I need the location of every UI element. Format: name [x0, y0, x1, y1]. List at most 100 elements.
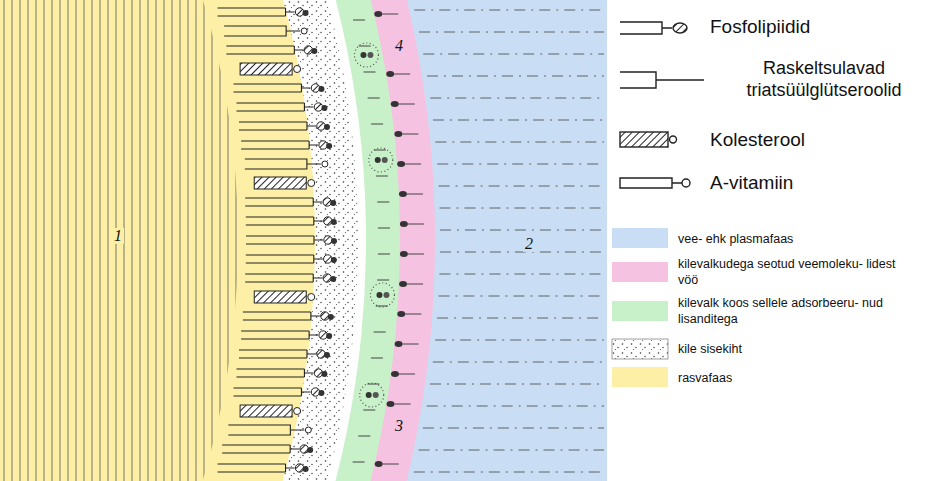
- molecule-part: [374, 11, 382, 17]
- molecule-part: [301, 28, 307, 34]
- molecule-part: [324, 124, 330, 130]
- molecule-part: [212, 0, 213, 481]
- molecule-part: [295, 8, 303, 16]
- molecule-part: [321, 371, 327, 377]
- molecule-part: [367, 52, 373, 58]
- molecule-part: [44, 0, 45, 481]
- molecule-part: [311, 48, 317, 54]
- water-dash: [433, 362, 604, 363]
- molecule-part: [328, 314, 334, 320]
- cholesterol-symbol: [240, 405, 292, 417]
- legend-swatch: [612, 367, 668, 387]
- molecule-part: [188, 0, 189, 481]
- molecule-part: [386, 71, 394, 77]
- phospholipid-symbol: [243, 312, 320, 320]
- molecule-part: [295, 464, 303, 472]
- phospholipid-symbol: [246, 217, 323, 225]
- molecule-part: [12, 0, 13, 481]
- molecule-part: [314, 369, 322, 377]
- phospholipid-symbol: [245, 274, 322, 282]
- molecule-part: [319, 331, 327, 339]
- molecule-part: [367, 384, 379, 385]
- adsorbed-patch: [369, 148, 393, 172]
- molecule-part: [405, 164, 421, 165]
- molecule-part: [300, 445, 308, 453]
- phospholipid-symbol: [241, 141, 318, 149]
- phospholipid-symbol: [222, 445, 299, 453]
- molecule-part: [399, 191, 407, 197]
- legend-text: A-vitamiin: [710, 172, 948, 194]
- molecule-part: [220, 0, 221, 481]
- molecule-part: [353, 20, 365, 21]
- water-dash: [437, 318, 604, 319]
- molecule-part: [399, 104, 415, 105]
- molecule-part: [359, 46, 371, 47]
- molecule-part: [400, 221, 408, 227]
- molecule-part: [311, 388, 319, 396]
- molecule-part: [395, 404, 411, 405]
- molecule-part: [378, 228, 390, 229]
- molecule-part: [324, 255, 332, 263]
- molecule-part: [331, 238, 337, 244]
- molecule-part: [324, 352, 330, 358]
- molecule-part: [373, 392, 379, 398]
- molecule-part: [172, 0, 173, 481]
- water-dash: [440, 252, 604, 253]
- water-dash: [439, 274, 604, 275]
- callout-number: 3: [393, 418, 405, 434]
- molecule-part: [92, 0, 93, 481]
- phospholipid-symbol: [233, 388, 310, 396]
- water-dash: [427, 406, 604, 407]
- molecule-part: [368, 98, 380, 99]
- molecule-part: [366, 392, 372, 398]
- water-dash: [423, 54, 604, 55]
- phospholipid-symbol: [246, 236, 323, 244]
- water-layer: [0, 0, 435, 481]
- phospholipid-symbol: [218, 8, 295, 16]
- water-dash: [433, 120, 604, 121]
- molecule-part: [304, 46, 312, 54]
- molecule-part: [307, 447, 313, 453]
- molecule-part: [318, 86, 324, 92]
- molecule-part: [407, 284, 423, 285]
- legend-swatch: [612, 301, 668, 321]
- molecule-part: [394, 131, 402, 137]
- molecule-part: [331, 257, 337, 263]
- molecule-part: [324, 217, 332, 225]
- molecule-part: [317, 122, 325, 130]
- molecule-part: [391, 101, 399, 107]
- molecule-part: [377, 280, 389, 281]
- phospholipid-symbol: [218, 464, 295, 472]
- molecule-part: [408, 224, 424, 225]
- molecule-part: [326, 143, 332, 149]
- molecule-part: [374, 150, 386, 151]
- phospholipid-symbol: [245, 198, 322, 206]
- legend-text: kilevalkudega seotud veemoleku- lidest v…: [678, 256, 910, 288]
- water-dash: [440, 208, 604, 209]
- molecule-part: [140, 0, 141, 481]
- molecule-part: [360, 52, 366, 58]
- molecule-part: [311, 84, 319, 92]
- molecule-part: [400, 251, 408, 257]
- molecule-part: [405, 314, 421, 315]
- molecule-part: [236, 0, 237, 481]
- molecule-part: [303, 466, 309, 472]
- triglyceride-symbol: [245, 159, 321, 169]
- molecule-part: [395, 341, 403, 347]
- molecule-part: [294, 66, 301, 73]
- phospholipid-symbol: [226, 46, 303, 54]
- molecule-part: [324, 236, 332, 244]
- molecule-part: [391, 371, 399, 377]
- phospholipid-symbol: [236, 103, 313, 111]
- molecule-part: [399, 374, 415, 375]
- molecule-part: [382, 157, 388, 163]
- water-dash: [419, 450, 604, 451]
- molecule-part: [108, 0, 109, 481]
- molecule-part: [132, 0, 133, 481]
- molecule-part: [387, 401, 395, 407]
- molecule-part: [402, 134, 418, 135]
- phospholipid-symbol: [236, 369, 313, 377]
- molecule-part: [371, 358, 383, 359]
- molecule-part: [68, 0, 69, 481]
- callout-number: 2: [523, 236, 535, 252]
